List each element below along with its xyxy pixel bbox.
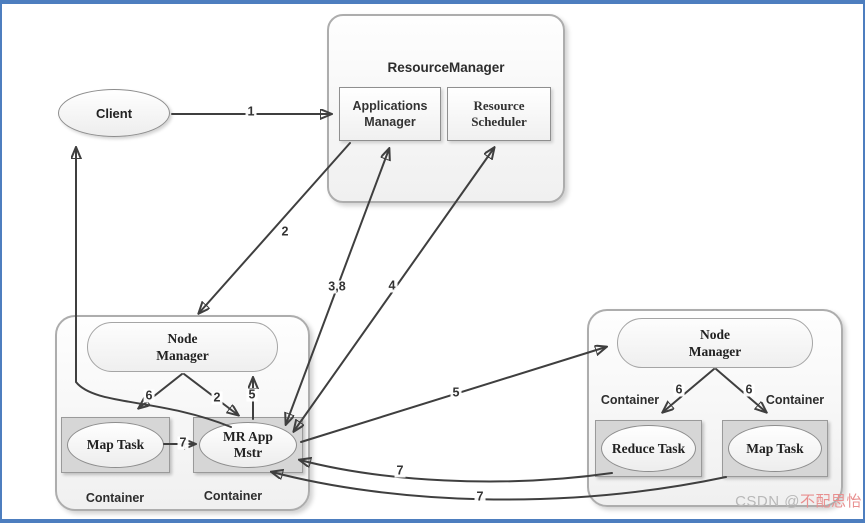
resource-scheduler-label-line2: Scheduler xyxy=(471,114,527,129)
mr-app-mstr-label-line1: MR App xyxy=(223,429,273,444)
mr-app-mstr-container: MR App Mstr xyxy=(193,417,303,473)
arrow-label-step4: 4 xyxy=(386,278,398,293)
reduce-task-label: Reduce Task xyxy=(611,440,686,456)
arrow-label-step5-up: 5 xyxy=(246,387,258,402)
arrow-label-step2-launch: 2 xyxy=(211,390,223,405)
resource-scheduler-box: Resource Scheduler xyxy=(447,87,551,141)
right-node-manager: Node Manager xyxy=(617,318,813,368)
csdn-watermark: CSDN @不配思怡 xyxy=(735,490,862,511)
applications-manager-label-line1: Applications xyxy=(352,99,428,113)
client-label: Client xyxy=(95,105,133,121)
right-node-manager-line2: Manager xyxy=(688,344,742,359)
resource-manager-title: ResourceManager xyxy=(387,60,505,75)
watermark-prefix: CSDN @ xyxy=(735,493,800,510)
mr-app-mstr-label-line2: Mstr xyxy=(233,445,263,460)
applications-manager-box: Applications Manager xyxy=(339,87,441,141)
reduce-task-ellipse: Reduce Task xyxy=(601,425,696,472)
watermark-username: 不配思怡 xyxy=(799,493,862,510)
left-node-manager-line1: Node xyxy=(167,331,198,346)
left-map-task-ellipse: Map Task xyxy=(67,422,164,468)
client-ellipse: Client xyxy=(58,89,170,137)
left-node-manager: Node Manager xyxy=(87,322,278,372)
left-map-task-label: Map Task xyxy=(86,437,145,452)
arrow-label-step6-left: 6 xyxy=(143,388,155,403)
arrow-label-step7-map: 7 xyxy=(474,489,486,504)
arrow-label-step2-rm-nm: 2 xyxy=(279,224,291,239)
arrow-label-step1: 1 xyxy=(245,104,257,119)
left-map-task-container: Map Task xyxy=(61,417,170,473)
applications-manager-label-line2: Manager xyxy=(364,115,416,129)
reduce-task-container: Reduce Task xyxy=(595,420,702,477)
resource-scheduler-label-line1: Resource xyxy=(473,98,525,113)
arrow-label-step6-right-a: 6 xyxy=(673,382,685,397)
right-node-manager-line1: Node xyxy=(700,327,730,342)
arrow-label-step5-right: 5 xyxy=(450,385,462,400)
right-map-task-label: Map Task xyxy=(746,440,804,456)
left-container-label-2: Container xyxy=(203,489,263,503)
left-container-label-1: Container xyxy=(85,491,145,505)
mr-app-mstr-ellipse: MR App Mstr xyxy=(199,422,297,468)
arrow-label-step7-reduce: 7 xyxy=(394,463,406,478)
right-container-label-2: Container xyxy=(765,393,825,407)
right-map-task-container: Map Task xyxy=(722,420,828,477)
arrow-label-step3-8: 3,8 xyxy=(326,279,348,294)
left-node-manager-line2: Manager xyxy=(156,348,209,363)
right-container-label-1: Container xyxy=(600,393,660,407)
arrow-label-step7-short: 7 xyxy=(177,435,189,450)
arrow-label-step6-right-b: 6 xyxy=(743,382,755,397)
right-map-task-ellipse: Map Task xyxy=(728,425,822,472)
